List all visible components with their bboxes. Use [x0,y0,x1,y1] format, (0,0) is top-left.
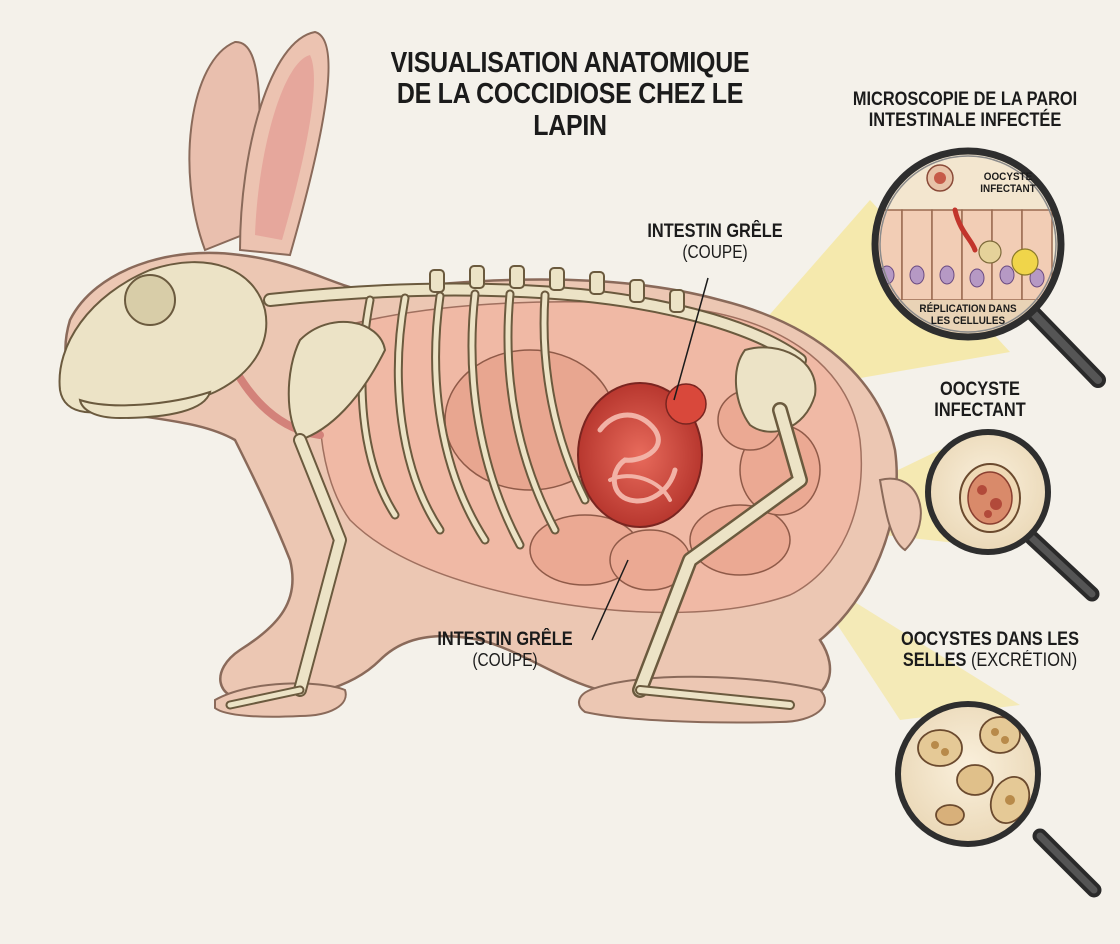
micro-label-replication-line-1: RÉPLICATION DANS [919,303,1017,315]
heading-feces-line-1: OOCYSTES DANS LES [901,629,1079,650]
heading-feces-line-2: SELLES (EXCRÉTION) [895,649,1084,672]
micro-label-replication: RÉPLICATION DANS LES CELLULES [910,303,1027,327]
heading-microscopy: MICROSCOPIE DE LA PAROI INTESTINALE INFE… [849,89,1081,131]
leader-intestine-bottom [591,559,629,641]
magnifier-microscopy [871,147,1106,388]
heading-microscopy-line-2: INTESTINALE INFECTÉE [868,109,1062,131]
eye-socket [124,274,176,326]
heading-oocyst: OOCYSTE INFECTANT [920,379,1040,421]
heading-feces: OOCYSTES DANS LES SELLES (EXCRÉTION) [880,629,1100,672]
heading-oocyst-line-1: OOCYSTE [940,379,1020,400]
heading-oocyst-line-2: INFECTANT [934,399,1026,421]
label-intestine-bottom-name: INTESTIN GRÊLE [437,629,573,650]
heading-microscopy-line-1: MICROSCOPIE DE LA PAROI [852,89,1078,110]
heading-feces-normal: (EXCRÉTION) [970,649,1078,671]
magnifier-oocyst [925,429,1100,602]
micro-label-oocyst-line-2: INFECTANT [980,182,1036,195]
label-intestine-top-note: (COUPE) [682,241,748,262]
label-intestine-top-name: INTESTIN GRÊLE [647,221,783,242]
title-line-2: DE LA COCCIDIOSE CHEZ LE LAPIN [396,78,744,142]
leader-intestine-top [673,277,709,401]
skeleton [58,261,817,710]
micro-label-oocyst-line-1: OOCYSTE [983,171,1033,183]
scapula [287,320,387,442]
heading-feces-bold: SELLES [902,649,967,671]
label-intestine-bottom-note: (COUPE) [472,649,538,670]
title-line-1: VISUALISATION ANATOMIQUE [390,47,750,79]
label-intestine-bottom: INTESTIN GRÊLE (COUPE) [420,629,590,670]
page-title: VISUALISATION ANATOMIQUE DE LA COCCIDIOS… [364,47,777,142]
micro-label-replication-line-2: LES CELLULES [930,314,1006,327]
label-intestine-top: INTESTIN GRÊLE (COUPE) [630,221,800,262]
rabbit-ear-inner [255,55,314,240]
rabbit-tail [878,477,922,552]
beam-feces [800,568,1020,720]
micro-label-oocyst: OOCYSTE INFECTANT [972,171,1044,195]
vertebrae [429,265,685,313]
skull [58,261,268,414]
magnifier-feces [895,701,1102,898]
jaw [78,390,212,420]
rabbit-front-foot [214,682,347,718]
oocyst-image [959,463,1021,533]
